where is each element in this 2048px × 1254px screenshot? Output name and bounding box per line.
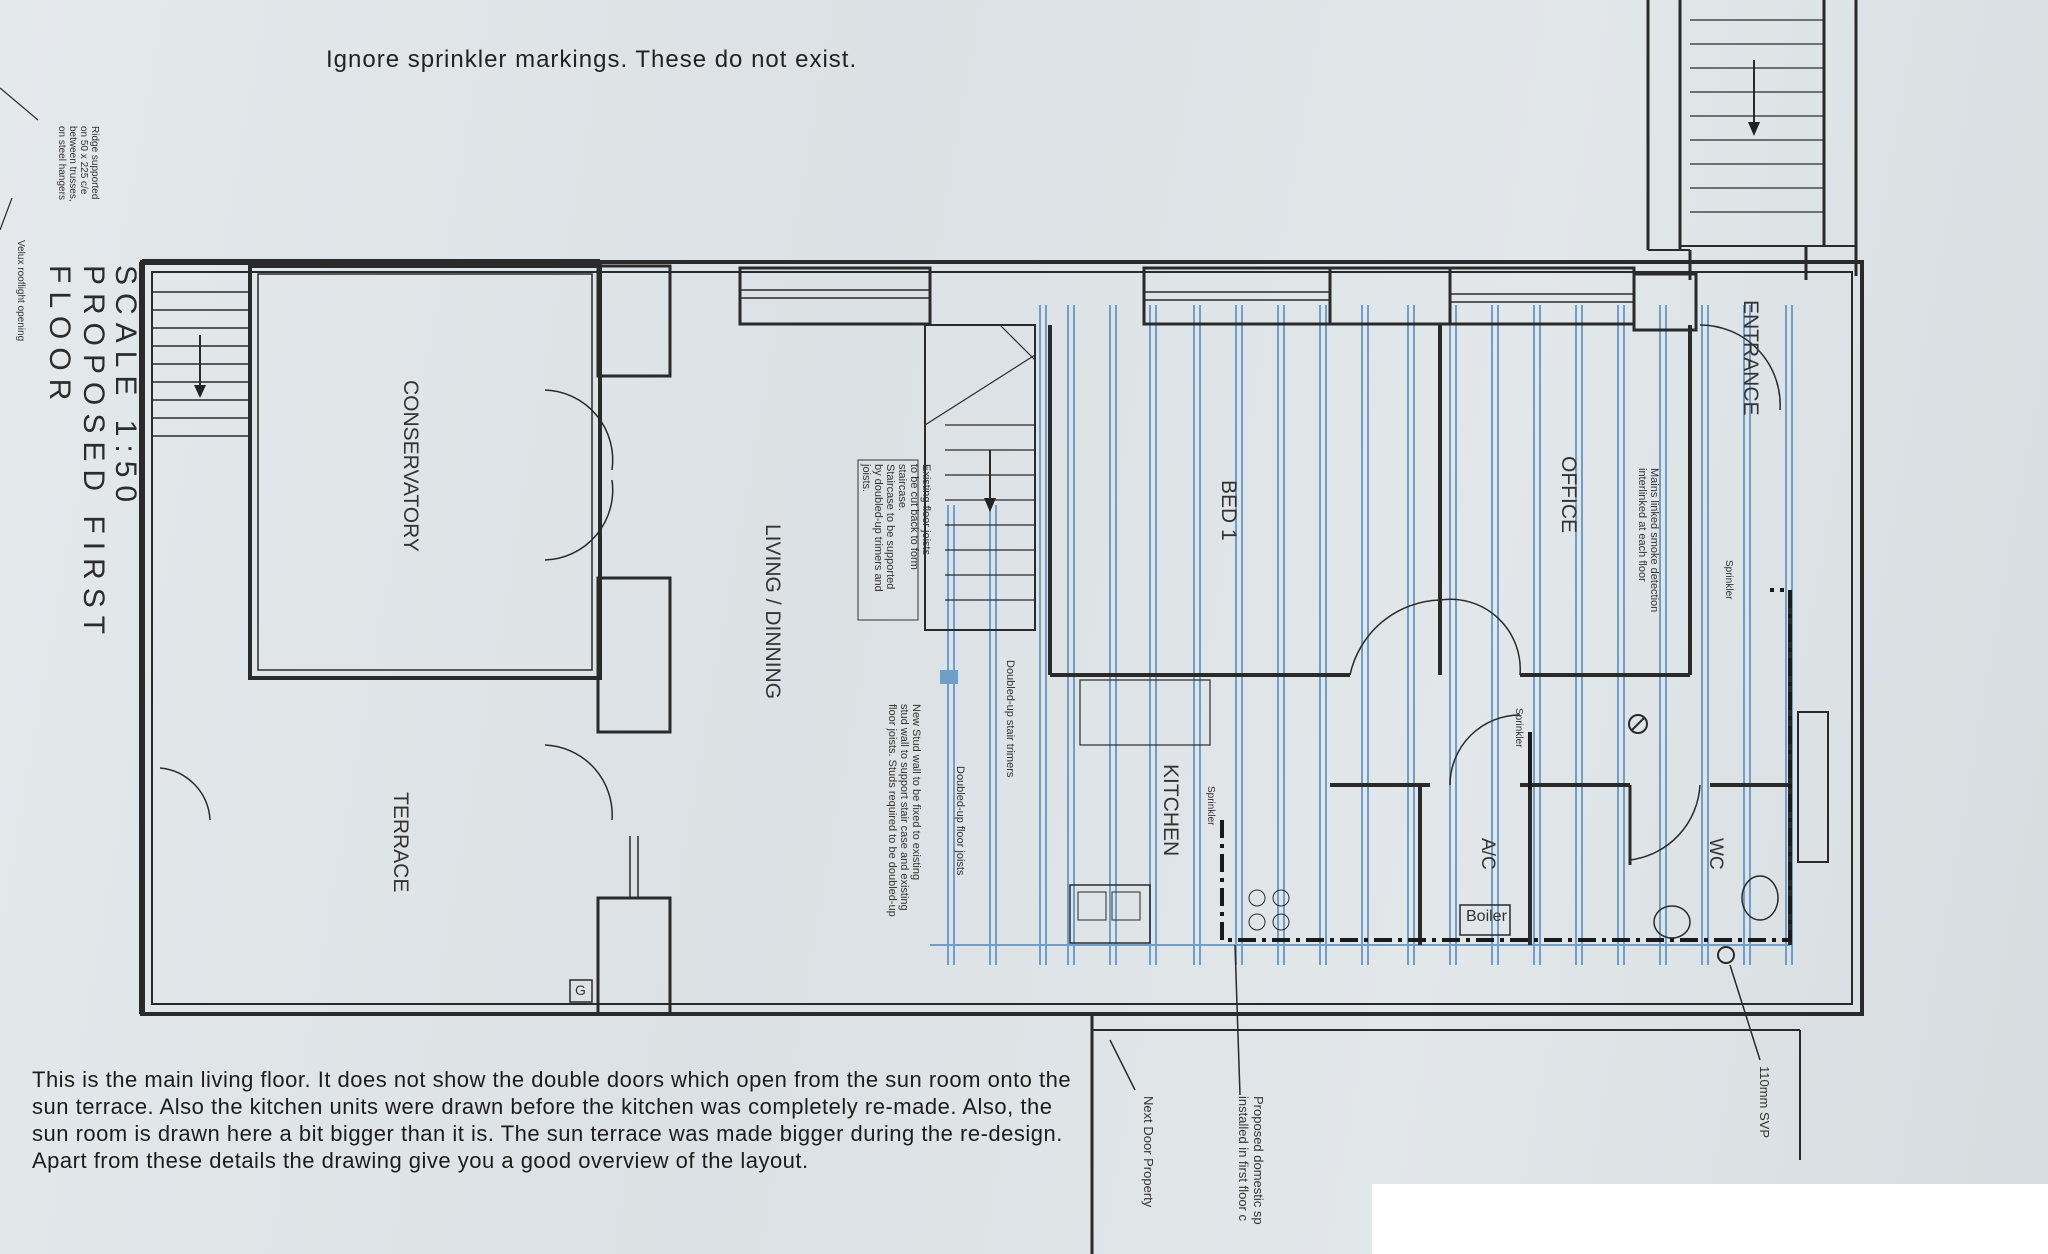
ridge-note-line: between trusses, — [67, 126, 78, 202]
stud-wall-note-line: New Stud wall to be fixed to existing — [910, 704, 922, 881]
conservatory-walls — [159, 264, 672, 1016]
stair-shaft — [1646, 0, 1858, 280]
joists-note-line: by doubled-up trimers and — [872, 464, 884, 592]
room-label-entrance: ENTRANCE — [1739, 300, 1762, 416]
room-label-conservatory: CONSERVATORY — [399, 380, 422, 552]
sprinkler-label: Sprinkler — [1723, 560, 1734, 600]
boiler-label: Boiler — [1466, 908, 1507, 925]
ridge-note-line: Ridge supported — [89, 126, 100, 200]
top-note: Ignore sprinkler markings. These do not … — [326, 46, 858, 73]
top-window-bays — [738, 266, 1698, 332]
ridge-note: Ridge supported on 50 x 225 c/e between … — [56, 126, 100, 202]
room-label-ac: A/C — [1477, 838, 1498, 870]
floor-joists — [930, 305, 1793, 965]
room-label-terrace: TERRACE — [389, 792, 412, 893]
joists-note: Existing floor joists to be cut back to … — [860, 464, 932, 592]
joists-note-line: Staircase to be supported — [884, 464, 896, 590]
smoke-note-line: interlinked at each floor — [1636, 468, 1648, 582]
smoke-note-line: Mains linked smoke detection — [1648, 468, 1660, 613]
ridge-note-line: on 50 x 225 c/e — [78, 126, 89, 195]
outer-walls — [139, 259, 1864, 1016]
title-line-2: SCALE 1:50 — [109, 265, 142, 511]
stud-wall-note-line: stud wall to support stair case and exis… — [898, 704, 910, 911]
stair-trimmers-note: Doubled-up stair trimers — [1004, 660, 1016, 778]
ridge-note-line: on steel hangers — [56, 126, 67, 200]
proposed-sprinkler-note: Proposed domestic sp installed in first … — [1236, 1096, 1266, 1225]
next-door-label: Next Door Property — [1141, 1096, 1156, 1208]
next-door-boundary — [1090, 944, 1801, 1254]
room-label-kitchen: KITCHEN — [1159, 764, 1182, 857]
bottom-note: This is the main living floor. It does n… — [32, 1067, 1072, 1173]
internal-stairs — [857, 324, 1036, 631]
g-label: G — [575, 982, 586, 998]
joists-note-line: staircase. — [896, 464, 908, 512]
joists-note-line: to be cut back to form — [908, 464, 920, 570]
room-label-wc: WC — [1705, 838, 1726, 870]
stud-wall-note: New Stud wall to be fixed to existing st… — [886, 704, 922, 917]
room-label-living: LIVING / DINNING — [761, 524, 784, 700]
kitchen-fixtures — [1069, 679, 1779, 964]
blank-corner — [1372, 1184, 2048, 1254]
title-line-1: PROPOSED FIRST FLOOR — [43, 265, 110, 642]
proposed-sprinkler-line: installed in first floor c — [1236, 1096, 1251, 1221]
floor-joists-note: Doubled-up floor joists — [954, 766, 966, 876]
external-stairs — [152, 291, 250, 437]
joists-note-line: joists. — [860, 464, 872, 493]
sprinkler-label: Sprinkler — [1513, 708, 1524, 748]
svp-label: 110mm SVP — [1757, 1066, 1772, 1139]
room-label-bed1: BED 1 — [1217, 480, 1240, 541]
proposed-sprinkler-line: Proposed domestic sp — [1251, 1096, 1266, 1225]
sprinkler-label: Sprinkler — [1205, 786, 1216, 826]
room-label-office: OFFICE — [1557, 456, 1580, 533]
sprinkler-lines — [1220, 588, 1792, 942]
smoke-note: Mains linked smoke detection interlinked… — [1636, 468, 1660, 612]
velux-note: Velux rooflight opening — [15, 240, 26, 342]
stud-wall-note-line: floor joists. Studs required to be doubl… — [886, 704, 898, 917]
joists-note-line: Existing floor joists — [920, 464, 932, 556]
